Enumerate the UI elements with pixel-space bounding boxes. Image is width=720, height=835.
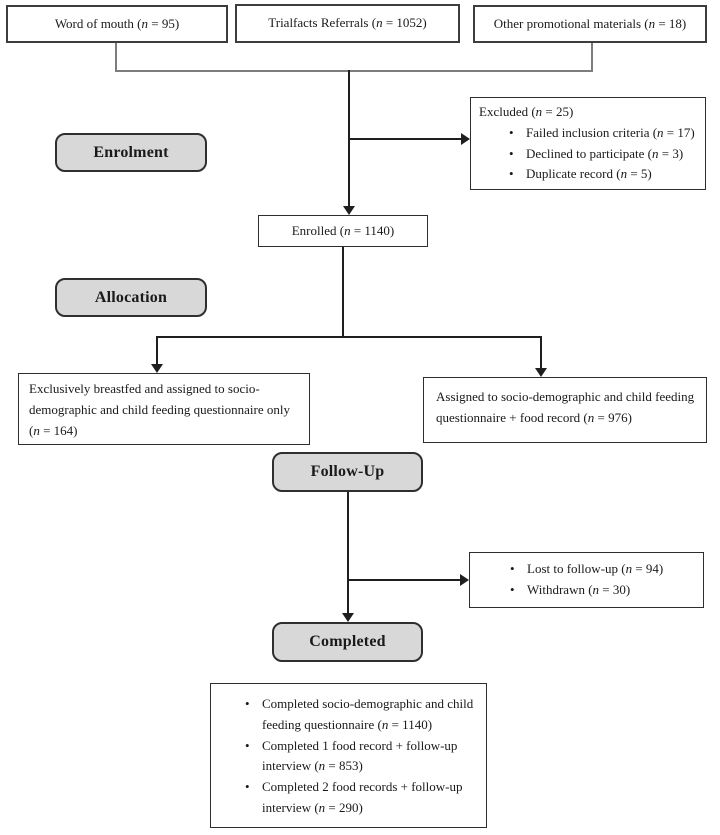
arrowhead-into-attrition — [460, 574, 469, 586]
text-pre: Enrolled ( — [291, 222, 345, 238]
text-post: = 853) — [325, 758, 363, 774]
text-pre: Assigned to socio-demographic and child … — [436, 389, 695, 425]
connector-allocation-left-drop — [156, 336, 158, 365]
allocation-right-box: Assigned to socio-demographic and child … — [423, 377, 707, 443]
text-post: = 976) — [594, 409, 632, 425]
n-symbol: n — [535, 104, 543, 119]
source-box-word-of-mouth: Word of mouth (n = 95) — [6, 5, 228, 43]
enrolled-label: Enrolled (n = 1140) — [292, 221, 395, 242]
text-pre: Excluded ( — [479, 104, 536, 119]
stage-label-enrolment: Enrolment — [55, 133, 207, 172]
attrition-item-lost: Lost to follow-up (n = 94) — [508, 559, 695, 580]
source-label-trialfacts: Trialfacts Referrals (n = 1052) — [268, 13, 427, 34]
stage-label-completed: Completed — [272, 622, 423, 662]
stage-label-allocation: Allocation — [55, 278, 207, 317]
completion-item-one-food-record: Completed 1 food record + follow-up inte… — [243, 736, 476, 778]
n-symbol: n — [587, 409, 595, 425]
text-post: = 30) — [599, 581, 631, 597]
attrition-list: Lost to follow-up (n = 94) Withdrawn (n … — [480, 559, 699, 601]
n-symbol: n — [141, 15, 149, 31]
n-symbol: n — [33, 422, 40, 438]
text-post: = 1052) — [382, 15, 427, 31]
connector-allocation-split — [156, 336, 542, 338]
connector-stub-left — [115, 43, 117, 71]
n-symbol: n — [651, 145, 659, 161]
text-post: = 3) — [658, 145, 684, 161]
stage-label-text: Enrolment — [93, 143, 169, 161]
stage-label-text: Allocation — [94, 288, 168, 306]
stage-label-text: Completed — [309, 633, 386, 650]
arrowhead-into-completed — [342, 613, 354, 622]
text-pre: Other promotional materials ( — [493, 15, 649, 31]
source-label-word-of-mouth: Word of mouth (n = 95) — [55, 14, 179, 35]
completion-item-two-food-records: Completed 2 food records + follow-up int… — [243, 777, 476, 819]
n-symbol: n — [376, 15, 383, 31]
n-symbol: n — [318, 758, 326, 774]
text-pre: Failed inclusion criteria ( — [526, 124, 658, 140]
n-symbol: n — [648, 15, 656, 31]
text-post: = 17) — [663, 124, 695, 140]
completion-list: Completed socio-demographic and child fe… — [215, 694, 480, 819]
n-symbol: n — [657, 124, 664, 140]
text-pre: Declined to participate ( — [526, 145, 652, 161]
connector-stub-right — [591, 43, 593, 71]
arrowhead-into-enrolled — [343, 206, 355, 215]
n-symbol: n — [620, 166, 628, 182]
text-post: = 94) — [632, 561, 664, 576]
arrowhead-into-allocation-left — [151, 364, 163, 373]
connector-branch-attrition — [347, 579, 460, 581]
connector-allocation-right-drop — [540, 336, 542, 369]
text-pre: Trialfacts Referrals ( — [268, 15, 377, 31]
completion-box: Completed socio-demographic and child fe… — [210, 683, 487, 828]
allocation-left-label: Exclusively breastfed and assigned to so… — [29, 381, 290, 438]
text-pre: Exclusively breastfed and assigned to so… — [29, 381, 291, 438]
excluded-item-failed-inclusion: Failed inclusion criteria (n = 17) — [507, 123, 697, 144]
arrowhead-into-allocation-right — [535, 368, 547, 377]
text-post: = 290) — [325, 799, 363, 815]
connector-branch-excluded — [348, 138, 461, 140]
allocation-left-box: Exclusively breastfed and assigned to so… — [18, 373, 310, 445]
text-post: = 1140) — [388, 716, 433, 732]
text-post: = 164) — [39, 422, 78, 438]
text-post: = 18) — [655, 15, 687, 31]
text-pre: Lost to follow-up ( — [527, 561, 626, 576]
attrition-box: Lost to follow-up (n = 94) Withdrawn (n … — [469, 552, 704, 608]
completion-item-questionnaire: Completed socio-demographic and child fe… — [243, 694, 476, 736]
excluded-item-duplicate: Duplicate record (n = 5) — [507, 164, 697, 185]
enrolled-box: Enrolled (n = 1140) — [258, 215, 428, 247]
arrowhead-into-excluded — [461, 133, 470, 145]
excluded-item-declined: Declined to participate (n = 3) — [507, 144, 697, 165]
n-symbol: n — [318, 799, 326, 815]
excluded-box: Excluded (n = 25) Failed inclusion crite… — [470, 97, 706, 190]
excluded-title: Excluded (n = 25) — [479, 102, 701, 123]
text-post: = 5) — [627, 166, 652, 182]
n-symbol: n — [625, 561, 633, 576]
n-symbol: n — [381, 716, 389, 732]
text-pre: Word of mouth ( — [54, 15, 142, 31]
stage-label-text: Follow-Up — [310, 463, 385, 480]
connector-gather-horizontal — [115, 70, 593, 72]
text-pre: Completed 2 food records + follow-up int… — [262, 779, 463, 815]
source-label-other-promotional: Other promotional materials (n = 18) — [494, 14, 687, 35]
allocation-right-label: Assigned to socio-demographic and child … — [436, 389, 694, 425]
connector-followup-down — [347, 492, 349, 613]
text-post: = 1140) — [350, 222, 395, 238]
text-pre: Completed 1 food record + follow-up inte… — [262, 737, 458, 774]
source-box-other-promotional: Other promotional materials (n = 18) — [473, 5, 707, 43]
text-pre: Duplicate record ( — [526, 166, 621, 182]
attrition-item-withdrawn: Withdrawn (n = 30) — [508, 580, 695, 601]
stage-label-follow-up: Follow-Up — [272, 452, 423, 492]
text-post: = 95) — [148, 15, 180, 31]
connector-enrolled-down — [342, 247, 344, 337]
text-pre: Withdrawn ( — [527, 581, 593, 597]
n-symbol: n — [592, 581, 600, 597]
text-pre: Completed socio-demographic and child fe… — [262, 696, 474, 732]
text-post: = 25) — [542, 104, 574, 119]
excluded-list: Failed inclusion criteria (n = 17) Decli… — [479, 123, 701, 185]
n-symbol: n — [344, 222, 351, 238]
source-box-trialfacts-referrals: Trialfacts Referrals (n = 1052) — [235, 4, 460, 43]
